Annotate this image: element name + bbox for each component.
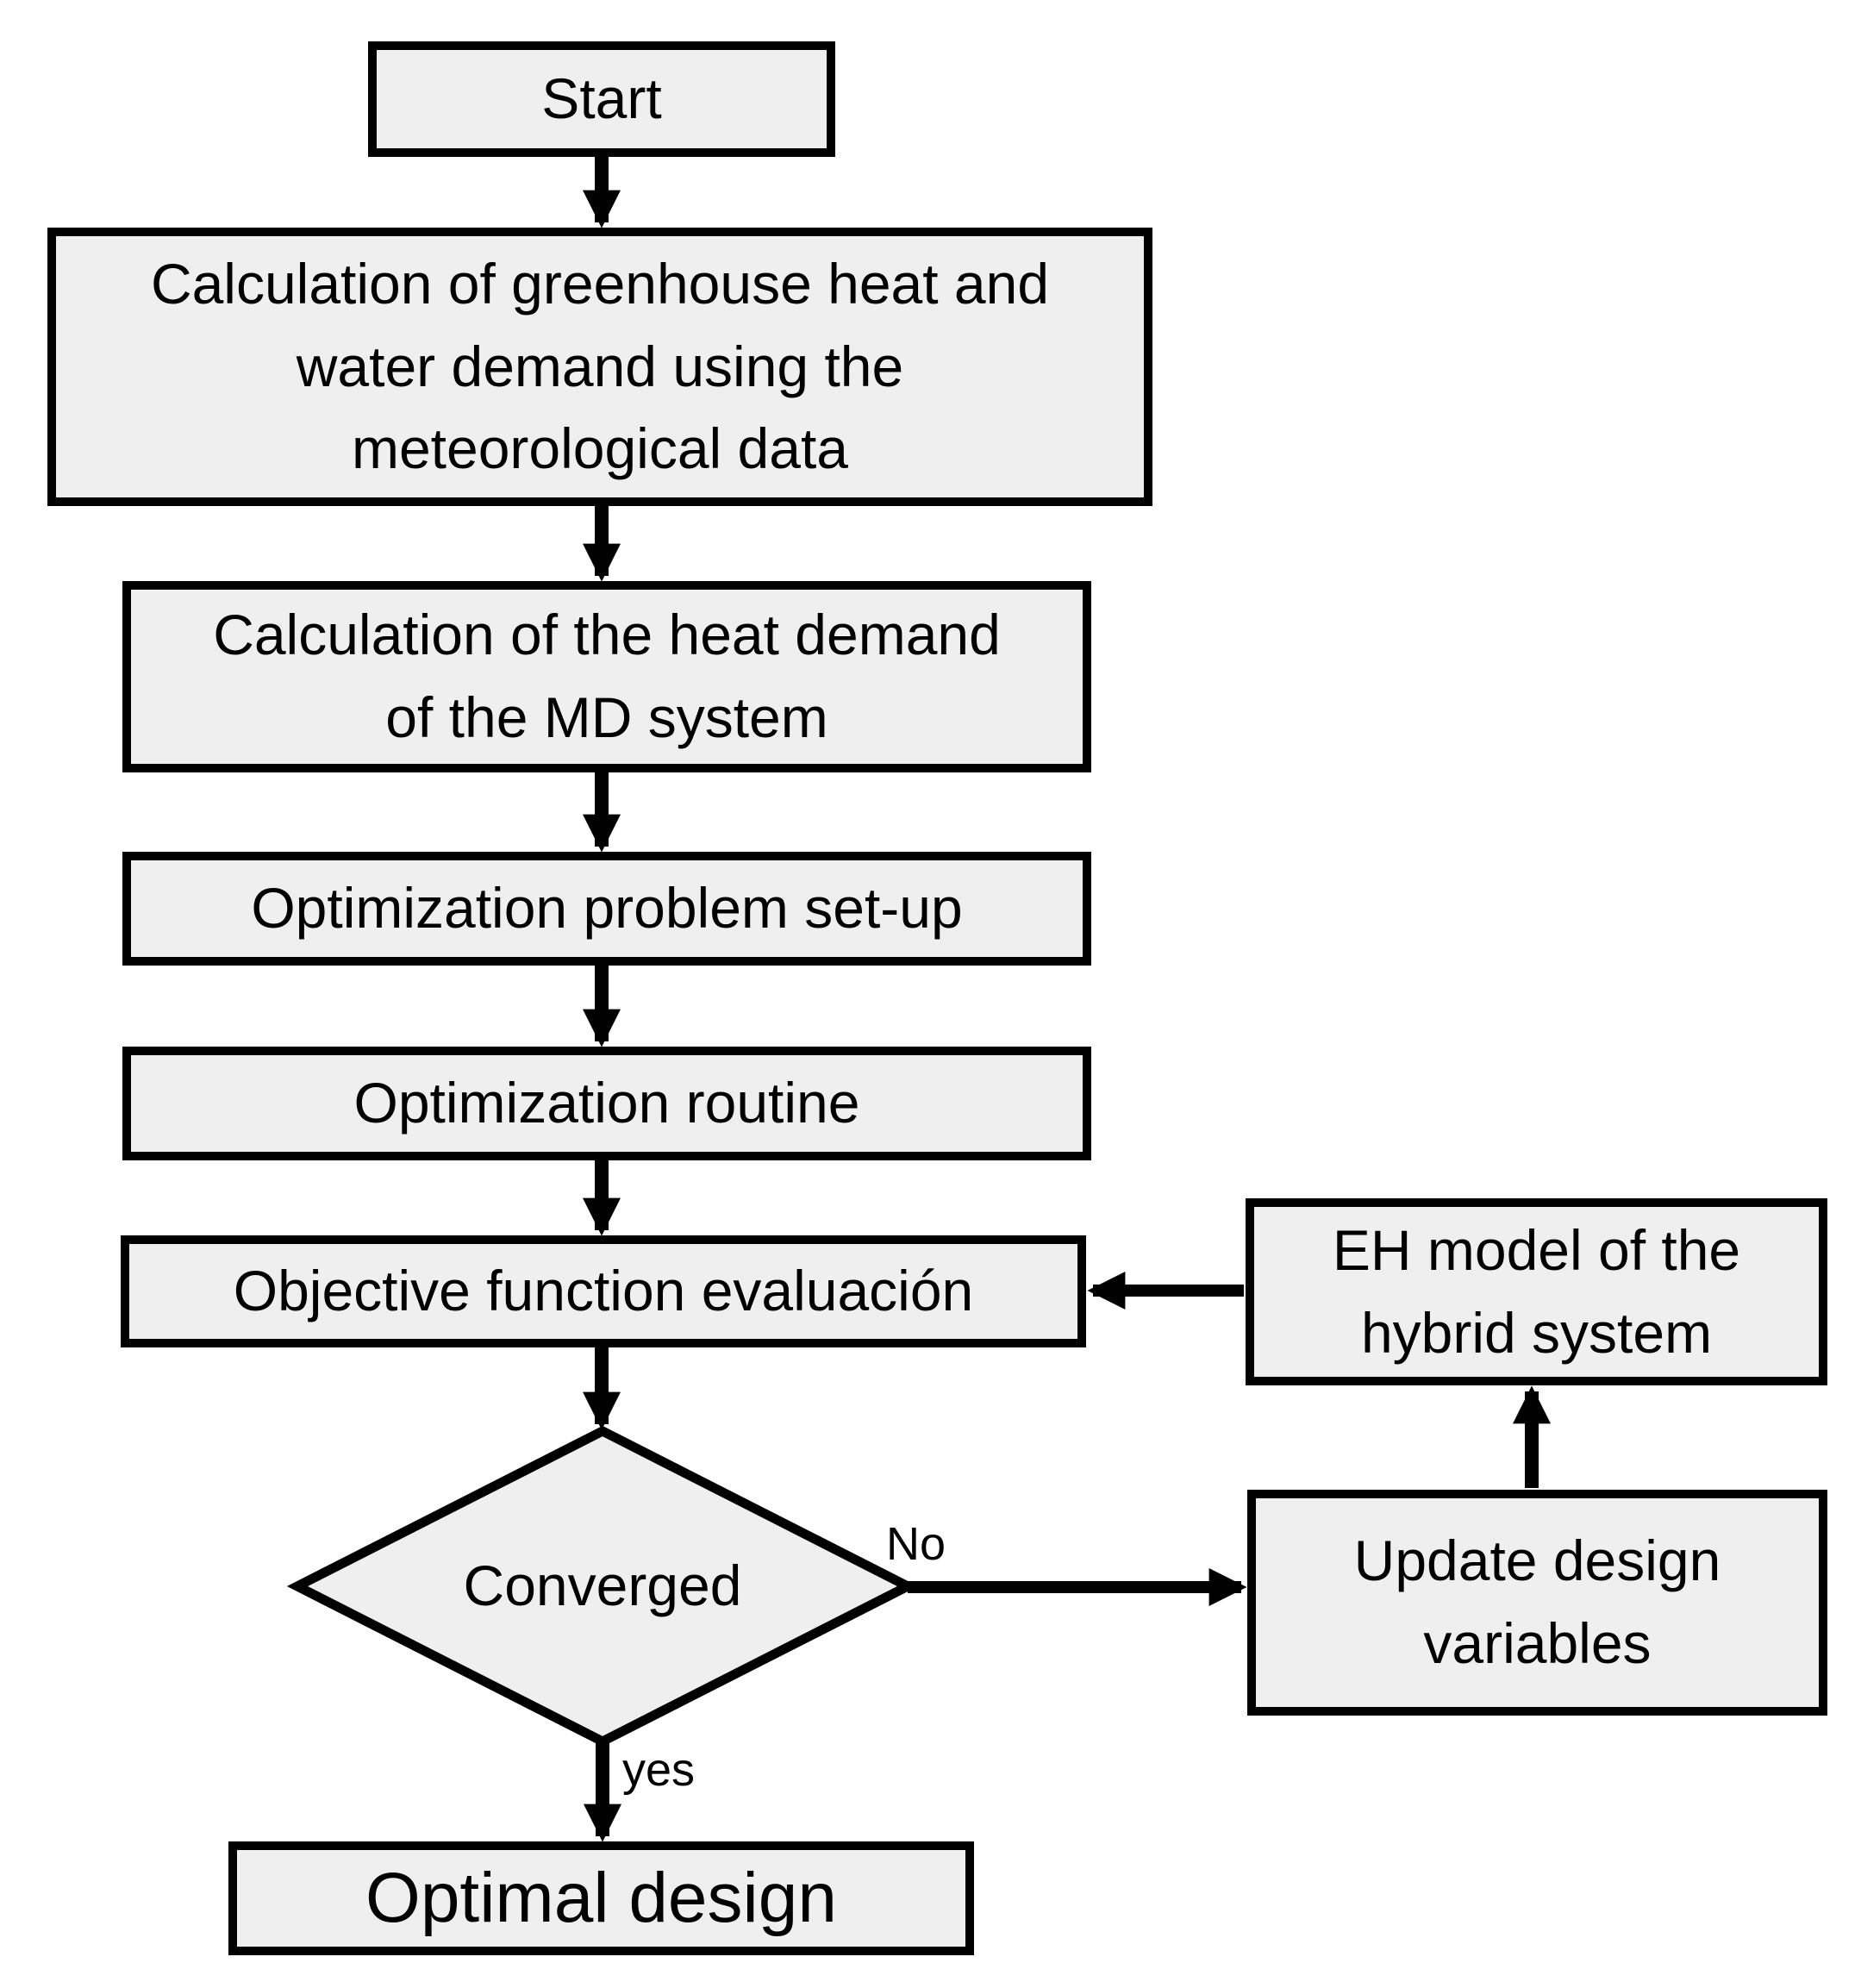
node-update-vars-line-2: variables <box>1423 1611 1652 1675</box>
node-calc-greenhouse-line-3: meteorological data <box>351 416 849 481</box>
edge-label-no: No <box>886 1518 946 1570</box>
edge-label-yes: yes <box>622 1744 696 1796</box>
node-obj-eval-label: Objective function evaluación <box>233 1259 974 1323</box>
node-eh-model-line-1: EH model of the <box>1332 1217 1741 1282</box>
node-optimal-design-label: Optimal design <box>365 1858 837 1937</box>
node-eh-model-line-2: hybrid system <box>1360 1300 1713 1365</box>
node-calc-greenhouse-line-2: water demand using the <box>296 334 904 398</box>
node-calc-greenhouse: Calculation of greenhouse heat and water… <box>47 228 1152 506</box>
node-update-vars-line-1: Update design <box>1353 1529 1721 1593</box>
node-update-vars: Update design variables <box>1247 1490 1827 1716</box>
node-obj-eval: Objective function evaluación <box>121 1235 1086 1347</box>
node-calc-md-heat: Calculation of the heat demand of the MD… <box>122 581 1091 772</box>
node-start: Start <box>368 41 835 157</box>
node-opt-setup-label: Optimization problem set-up <box>251 876 963 941</box>
node-calc-md-line-1: Calculation of the heat demand <box>213 603 1001 667</box>
node-converged-label: Converged <box>463 1554 742 1617</box>
node-start-label: Start <box>541 66 662 131</box>
node-opt-routine-label: Optimization routine <box>353 1071 860 1135</box>
node-calc-greenhouse-line-1: Calculation of greenhouse heat and <box>150 251 1050 316</box>
node-eh-model: EH model of the hybrid system <box>1246 1198 1827 1385</box>
node-calc-md-line-2: of the MD system <box>385 685 828 749</box>
node-opt-setup: Optimization problem set-up <box>122 852 1091 966</box>
node-opt-routine: Optimization routine <box>122 1047 1091 1160</box>
node-optimal-design: Optimal design <box>228 1841 974 1955</box>
